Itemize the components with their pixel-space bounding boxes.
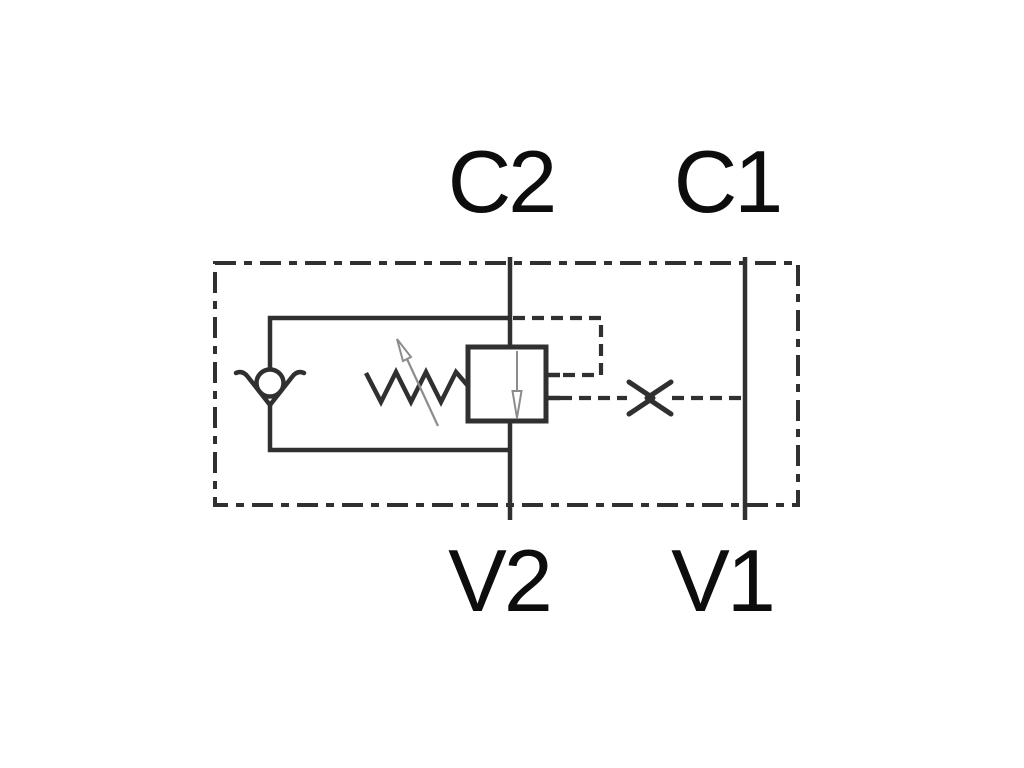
check-valve-seat bbox=[233, 369, 307, 408]
port-label-c1: C1 bbox=[673, 132, 783, 231]
check-valve-loop-line bbox=[267, 315, 510, 453]
orifice-restrictor-icon bbox=[626, 379, 674, 417]
relief-valve-body bbox=[465, 344, 549, 424]
adjustment-arrow-line bbox=[406, 358, 439, 427]
down-flow-arrow-icon bbox=[511, 390, 523, 419]
adjustment-arrow-icon bbox=[396, 338, 413, 363]
check-valve-icon bbox=[254, 367, 286, 399]
port-label-v1: V1 bbox=[671, 531, 776, 630]
port-label-c2: C2 bbox=[447, 132, 557, 231]
enclosure-boundary bbox=[213, 261, 800, 507]
port-label-v2: V2 bbox=[448, 531, 553, 630]
adjustable-spring-icon bbox=[364, 366, 470, 408]
valve-body-port-stubs bbox=[546, 372, 560, 401]
dashed-pilot-loop bbox=[513, 315, 604, 378]
